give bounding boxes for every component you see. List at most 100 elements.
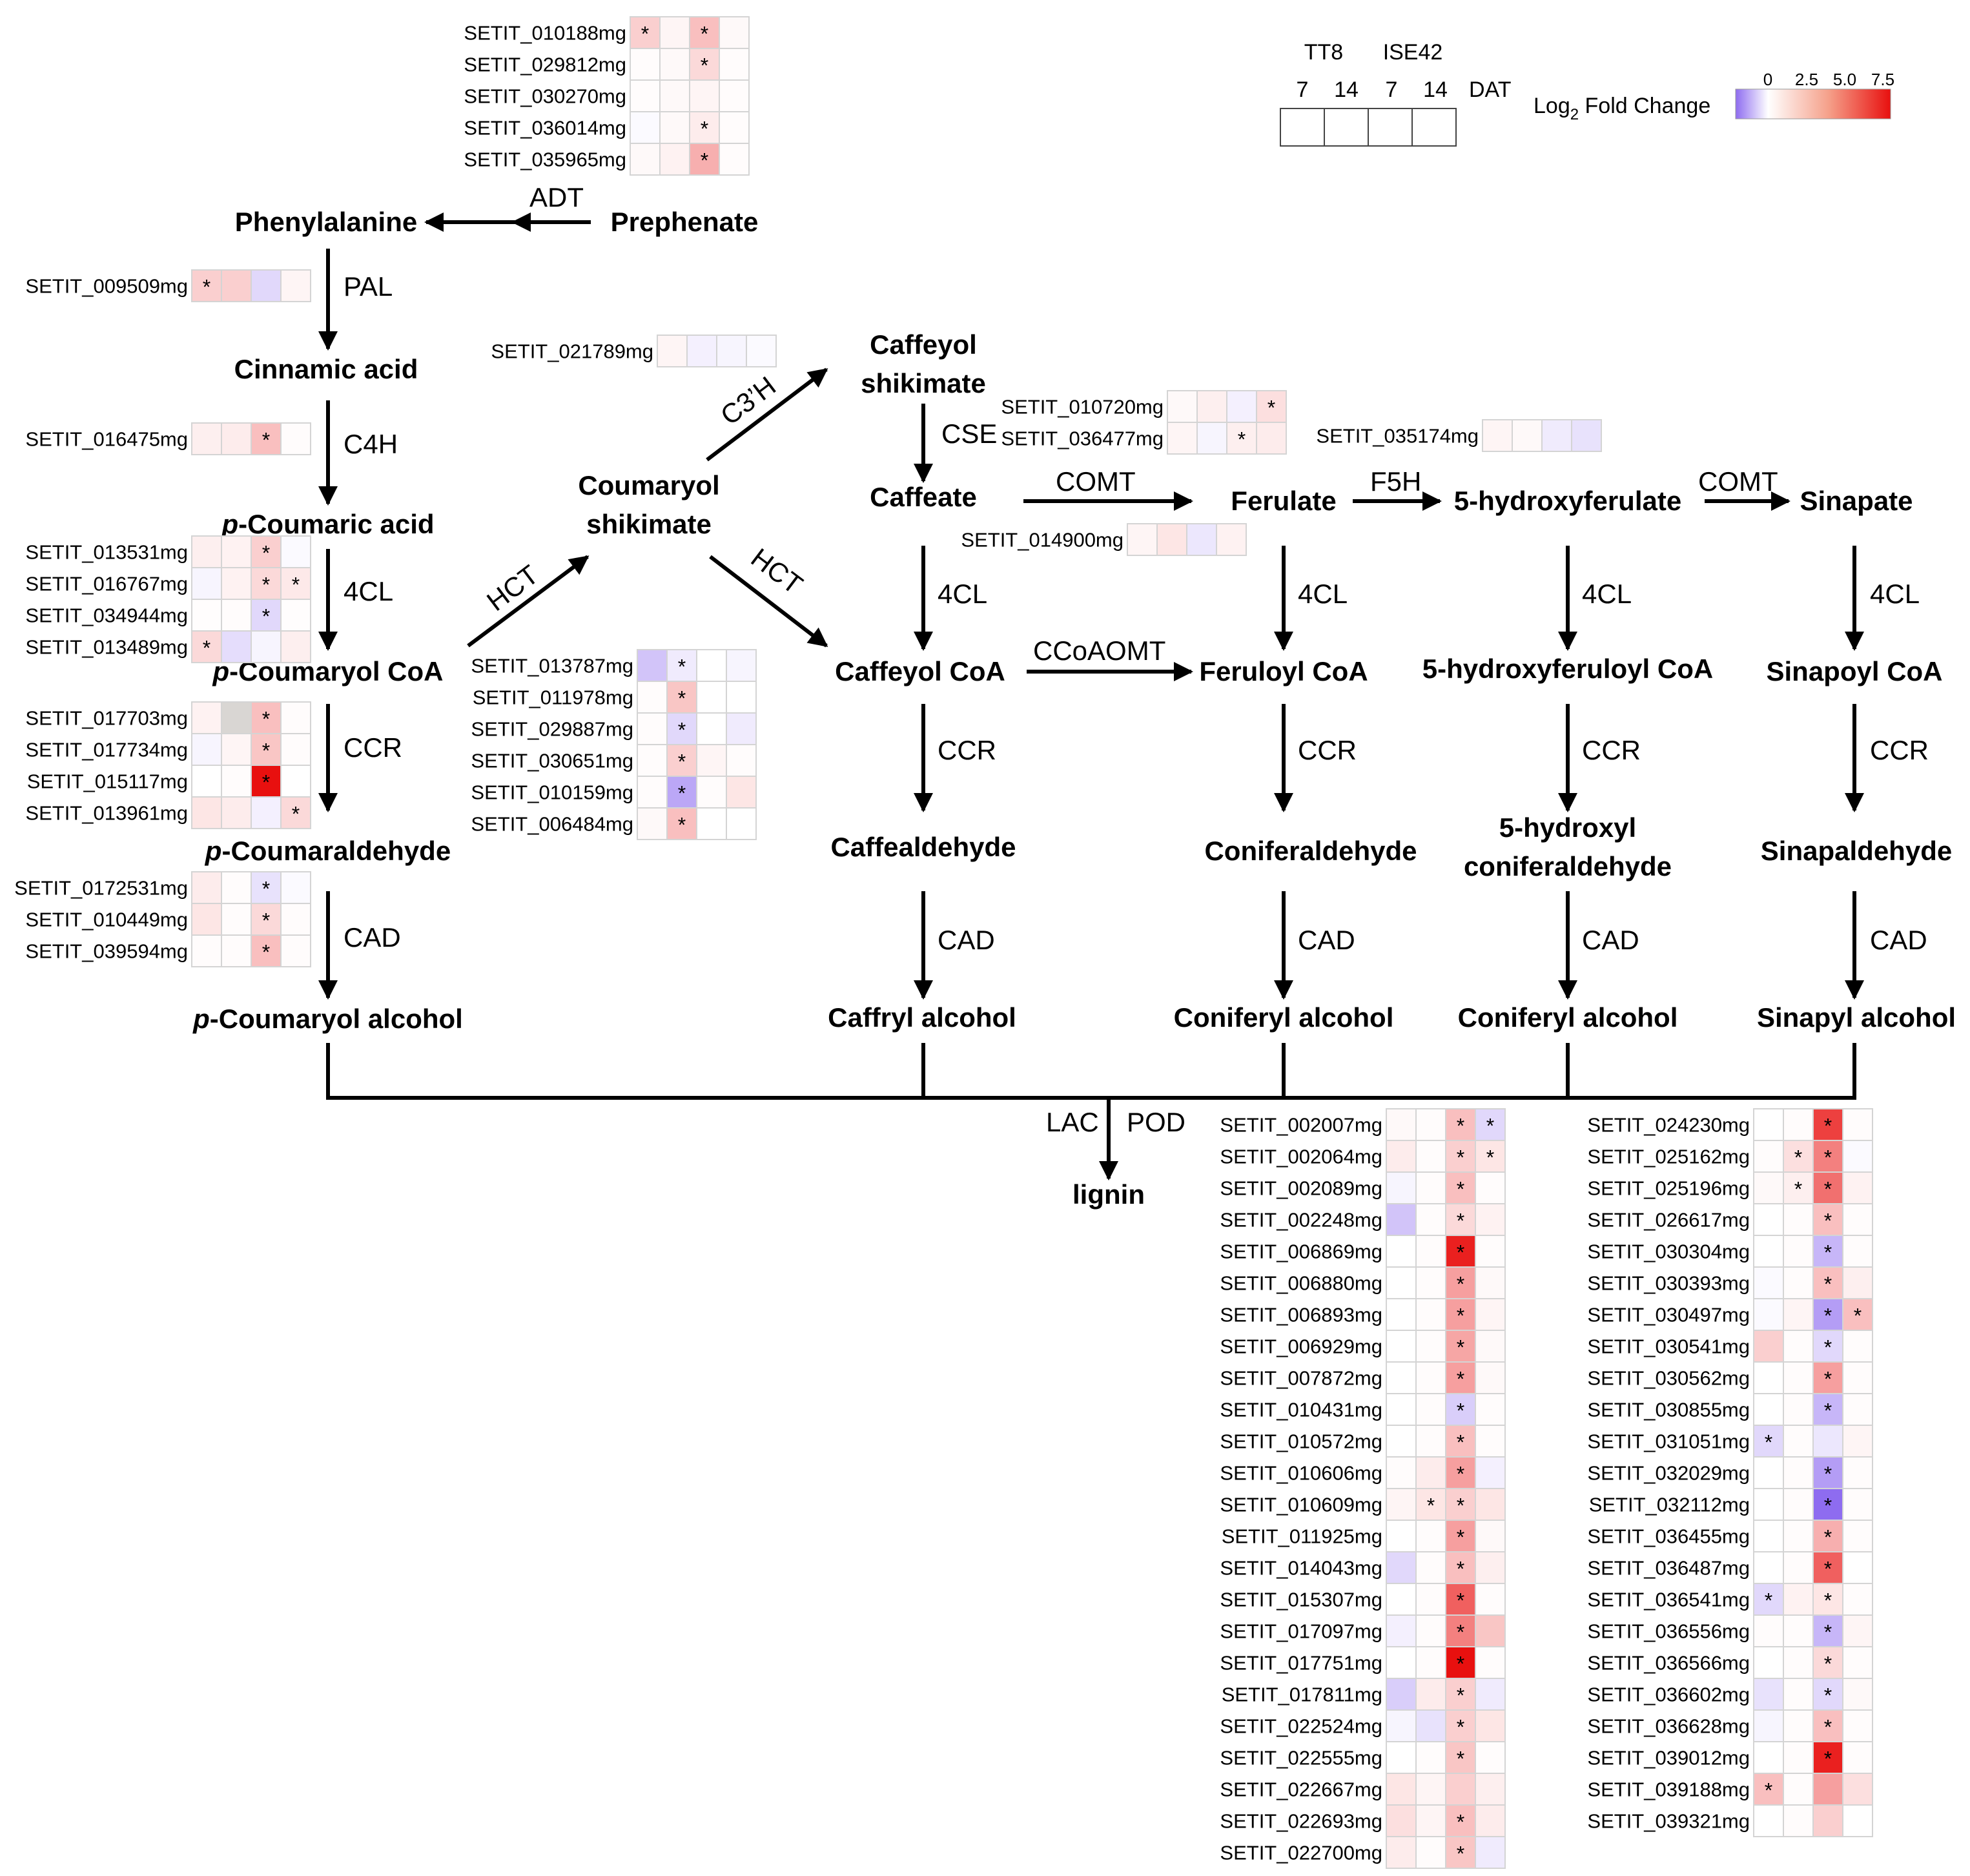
heatmap-cell bbox=[1783, 1203, 1814, 1236]
significance-star: * bbox=[1457, 1463, 1464, 1486]
metabolite-cinnamic-acid: Cinnamic acid bbox=[234, 354, 418, 384]
heatmap-cell bbox=[1475, 1456, 1506, 1489]
heatmap-row: SETIT_017811mg* bbox=[1222, 1678, 1506, 1711]
heatmap-cell bbox=[630, 79, 661, 112]
heatmap-cell bbox=[251, 934, 282, 967]
heatmap-cell bbox=[1475, 1203, 1506, 1236]
heatmap-cell bbox=[1753, 1203, 1784, 1236]
enzyme-f5h: F5H bbox=[1370, 466, 1421, 497]
significance-star: * bbox=[1765, 1431, 1772, 1454]
heatmap-row: SETIT_013489mg* bbox=[25, 630, 311, 663]
heatmap-row: SETIT_036566mg* bbox=[1587, 1646, 1873, 1679]
gene-label: SETIT_017751mg bbox=[1220, 1652, 1382, 1675]
significance-star: * bbox=[1824, 1399, 1832, 1423]
significance-star: * bbox=[262, 941, 270, 964]
heatmap-cell bbox=[1842, 1330, 1873, 1363]
heatmap-cell bbox=[1783, 1551, 1814, 1584]
significance-star: * bbox=[1238, 428, 1246, 451]
heatmap-row: SETIT_011925mg* bbox=[1222, 1520, 1506, 1552]
heatmap-row: SETIT_006893mg* bbox=[1220, 1298, 1506, 1331]
heatmap-cell bbox=[1783, 1773, 1814, 1806]
heatmap-cell bbox=[280, 422, 311, 455]
gene-label: SETIT_006929mg bbox=[1220, 1335, 1382, 1358]
gene-label: SETIT_014900mg bbox=[961, 529, 1124, 551]
heatmap-row: SETIT_036455mg* bbox=[1587, 1520, 1873, 1552]
heatmap-cell bbox=[1783, 1804, 1814, 1837]
significance-star: * bbox=[1765, 1589, 1772, 1613]
heatmap-row: SETIT_024230mg* bbox=[1587, 1108, 1873, 1141]
heatmap-cell bbox=[1753, 1741, 1784, 1774]
significance-star: * bbox=[1486, 1146, 1494, 1170]
gene-label: SETIT_013787mg bbox=[471, 655, 633, 677]
heatmap-cell bbox=[726, 712, 757, 745]
gene-label: SETIT_022555mg bbox=[1220, 1747, 1382, 1769]
heatmap-row: SETIT_002248mg* bbox=[1220, 1203, 1506, 1236]
heatmap-cell bbox=[630, 48, 661, 81]
significance-star: * bbox=[701, 118, 708, 141]
heatmap-row: SETIT_034944mg* bbox=[25, 599, 311, 632]
gene-label: SETIT_010159mg bbox=[471, 781, 633, 804]
heatmap-cell bbox=[191, 733, 222, 766]
gene-label: SETIT_036556mg bbox=[1587, 1620, 1750, 1643]
heatmap-row: SETIT_016767mg** bbox=[25, 567, 311, 600]
heatmap-cell bbox=[221, 269, 252, 302]
heatmap-row: SETIT_006929mg* bbox=[1220, 1330, 1506, 1363]
gene-label: SETIT_026617mg bbox=[1587, 1209, 1750, 1232]
significance-star: * bbox=[262, 878, 270, 901]
heatmap-cell bbox=[1386, 1361, 1417, 1394]
gene-label: SETIT_022700mg bbox=[1220, 1842, 1382, 1864]
heatmap-cell bbox=[1753, 1678, 1784, 1711]
heatmap-row: SETIT_036487mg* bbox=[1587, 1551, 1873, 1584]
heatmap-cell bbox=[1186, 523, 1217, 556]
heatmap-cell bbox=[1753, 1108, 1784, 1141]
significance-star: * bbox=[1457, 1178, 1464, 1201]
heatmap-row: SETIT_013961mg* bbox=[25, 796, 311, 829]
metabolite-ferulate: Ferulate bbox=[1231, 486, 1336, 516]
gene-label: SETIT_036477mg bbox=[1001, 428, 1164, 450]
gene-label: SETIT_032112mg bbox=[1589, 1494, 1750, 1516]
gene-label: SETIT_010188mg bbox=[464, 22, 626, 45]
label-rest: -Coumaric acid bbox=[238, 509, 434, 539]
heatmap-row: SETIT_016475mg* bbox=[25, 422, 311, 455]
heatmap-cell bbox=[1415, 1741, 1446, 1774]
heatmap-cell bbox=[1475, 1614, 1506, 1647]
heatmap-cell bbox=[1415, 1551, 1446, 1584]
heatmap-cell bbox=[1386, 1551, 1417, 1584]
colorbar-title-log: Log bbox=[1534, 94, 1570, 118]
gene-label: SETIT_036628mg bbox=[1587, 1715, 1750, 1738]
heatmap-cell bbox=[1753, 1709, 1784, 1742]
heatmap-row: SETIT_032029mg* bbox=[1587, 1456, 1873, 1489]
heatmap-cell bbox=[726, 744, 757, 777]
heatmap-4cl-genes: SETIT_013531mg*SETIT_016767mg**SETIT_034… bbox=[25, 535, 311, 663]
heatmap-cell bbox=[191, 871, 222, 904]
heatmap-cell bbox=[1475, 1425, 1506, 1458]
heatmap-cell bbox=[1475, 1709, 1506, 1742]
heatmap-row: SETIT_030270mg bbox=[464, 79, 750, 112]
metabolite-caffryl-alcohol: Caffryl alcohol bbox=[828, 1002, 1016, 1033]
significance-star: * bbox=[1824, 1178, 1832, 1201]
heatmap-row: SETIT_013531mg* bbox=[25, 535, 311, 568]
legend-box bbox=[1280, 108, 1325, 147]
gene-label: SETIT_010606mg bbox=[1220, 1462, 1382, 1485]
heatmap-cell bbox=[1842, 1108, 1873, 1141]
gene-label: SETIT_007872mg bbox=[1220, 1367, 1382, 1390]
gene-label: SETIT_035174mg bbox=[1316, 425, 1479, 448]
enzyme-cad-1: CAD bbox=[344, 922, 401, 953]
significance-star: * bbox=[1486, 1115, 1494, 1138]
heatmap-cell bbox=[1812, 1583, 1843, 1616]
line-1: 5-hydroxyl bbox=[1499, 812, 1636, 843]
heatmap-cell bbox=[1475, 1235, 1506, 1268]
colorbar-tick: 2.5 bbox=[1795, 70, 1818, 89]
heatmap-cell bbox=[1475, 1488, 1506, 1521]
significance-star: * bbox=[262, 909, 270, 933]
heatmap-cell bbox=[1842, 1804, 1873, 1837]
heatmap-row: SETIT_030393mg* bbox=[1587, 1266, 1873, 1299]
significance-star: * bbox=[262, 708, 270, 731]
arrow-hct-2 bbox=[709, 555, 828, 648]
gene-label: SETIT_030855mg bbox=[1587, 1399, 1750, 1421]
heatmap-cell bbox=[1753, 1614, 1784, 1647]
legend-box bbox=[1368, 108, 1413, 147]
heatmap-cell bbox=[689, 16, 720, 49]
heatmap-row: SETIT_022524mg* bbox=[1220, 1709, 1506, 1742]
